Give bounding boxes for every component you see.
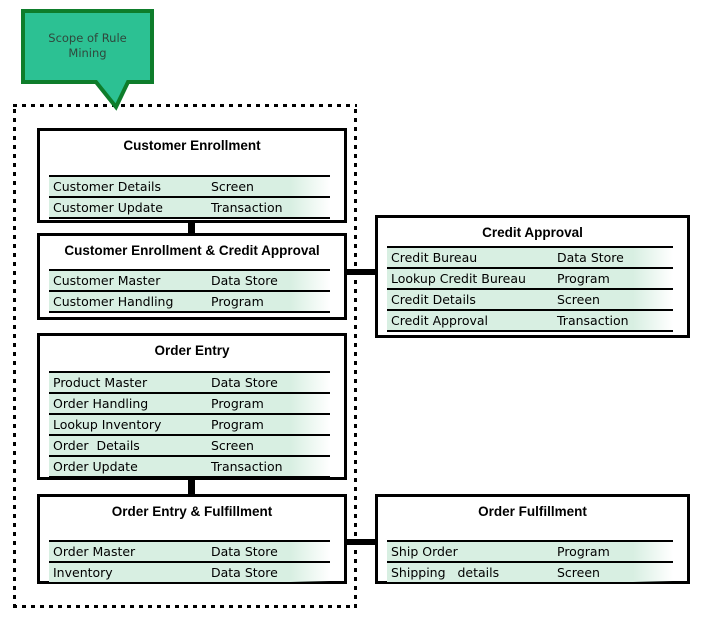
component-type: Screen bbox=[211, 179, 254, 194]
table-row: Order Details Screen bbox=[49, 436, 330, 457]
component-table: Credit Bureau Data Store Lookup Credit B… bbox=[387, 246, 673, 332]
connector-combined-to-credit-approval bbox=[344, 269, 377, 275]
component-type: Program bbox=[211, 294, 264, 309]
table-row: Shipping details Screen bbox=[387, 563, 673, 584]
component-type: Transaction bbox=[557, 313, 629, 328]
callout-text-line2: Mining bbox=[68, 46, 107, 60]
component-type: Data Store bbox=[211, 375, 278, 390]
component-type: Program bbox=[557, 544, 610, 559]
panel-order-entry-fulfillment: Order Entry & Fulfillment Order Master D… bbox=[37, 494, 347, 584]
component-table: Product Master Data Store Order Handling… bbox=[49, 371, 330, 478]
component-type: Data Store bbox=[211, 565, 278, 580]
callout-bubble-shape bbox=[21, 9, 154, 111]
component-type: Screen bbox=[211, 438, 254, 453]
component-name: Lookup Credit Bureau bbox=[391, 271, 526, 286]
component-type: Transaction bbox=[211, 200, 283, 215]
component-name: Product Master bbox=[53, 375, 148, 390]
table-row: Customer Master Data Store bbox=[49, 271, 330, 292]
table-row: Order Master Data Store bbox=[49, 542, 330, 563]
connector-order-entry-to-combined bbox=[188, 477, 195, 496]
table-row: Credit Bureau Data Store bbox=[387, 248, 673, 269]
component-name: Credit Approval bbox=[391, 313, 489, 328]
component-name: Order Handling bbox=[53, 396, 149, 411]
panel-title: Credit Approval bbox=[482, 225, 583, 240]
table-row: Credit Details Screen bbox=[387, 290, 673, 311]
component-name: Customer Details bbox=[53, 179, 162, 194]
component-name: Inventory bbox=[53, 565, 113, 580]
component-name: Credit Details bbox=[391, 292, 476, 307]
component-name: Customer Update bbox=[53, 200, 163, 215]
callout-text: Scope of Rule Mining bbox=[21, 31, 154, 61]
component-type: Screen bbox=[557, 565, 600, 580]
component-type: Data Store bbox=[211, 544, 278, 559]
connector-enrollment-to-combined bbox=[188, 221, 195, 235]
table-row: Inventory Data Store bbox=[49, 563, 330, 584]
panel-customer-enrollment: Customer Enrollment Customer Details Scr… bbox=[37, 128, 347, 223]
panel-order-entry: Order Entry Product Master Data Store Or… bbox=[37, 333, 347, 480]
component-name: Order Details bbox=[53, 438, 140, 453]
connector-combined-to-order-fulfillment bbox=[344, 539, 377, 545]
panel-title: Customer Enrollment bbox=[123, 138, 261, 153]
component-type: Transaction bbox=[211, 459, 283, 474]
table-row: Customer Handling Program bbox=[49, 292, 330, 313]
table-row: Credit Approval Transaction bbox=[387, 311, 673, 332]
component-name: Customer Master bbox=[53, 273, 161, 288]
component-table: Ship Order Program Shipping details Scre… bbox=[387, 540, 673, 584]
table-row: Lookup Credit Bureau Program bbox=[387, 269, 673, 290]
panel-title: Order Entry & Fulfillment bbox=[111, 504, 273, 519]
panel-customer-enrollment-credit-approval: Customer Enrollment & Credit Approval Cu… bbox=[37, 233, 347, 320]
component-type: Program bbox=[211, 396, 264, 411]
component-type: Program bbox=[211, 417, 264, 432]
panel-title: Order Fulfillment bbox=[478, 504, 587, 519]
component-type: Program bbox=[557, 271, 610, 286]
scope-callout: Scope of Rule Mining bbox=[21, 9, 161, 112]
component-table: Customer Details Screen Customer Update … bbox=[49, 175, 330, 219]
table-row: Ship Order Program bbox=[387, 542, 673, 563]
panel-credit-approval: Credit Approval Credit Bureau Data Store… bbox=[375, 215, 690, 338]
table-row: Lookup Inventory Program bbox=[49, 415, 330, 436]
table-row: Customer Details Screen bbox=[49, 177, 330, 198]
table-row: Order Handling Program bbox=[49, 394, 330, 415]
component-name: Lookup Inventory bbox=[53, 417, 162, 432]
component-name: Order Master bbox=[53, 544, 136, 559]
component-name: Customer Handling bbox=[53, 294, 174, 309]
panel-title: Customer Enrollment & Credit Approval bbox=[64, 243, 320, 258]
component-name: Shipping details bbox=[391, 565, 500, 580]
table-row: Order Update Transaction bbox=[49, 457, 330, 478]
component-name: Credit Bureau bbox=[391, 250, 478, 265]
panel-order-fulfillment: Order Fulfillment Ship Order Program Shi… bbox=[375, 494, 690, 584]
panel-title: Order Entry bbox=[154, 343, 230, 358]
component-table: Order Master Data Store Inventory Data S… bbox=[49, 540, 330, 584]
table-row: Customer Update Transaction bbox=[49, 198, 330, 219]
component-table: Customer Master Data Store Customer Hand… bbox=[49, 269, 330, 313]
callout-text-line1: Scope of Rule bbox=[48, 31, 127, 45]
component-type: Data Store bbox=[557, 250, 624, 265]
component-name: Order Update bbox=[53, 459, 138, 474]
component-type: Data Store bbox=[211, 273, 278, 288]
table-row: Product Master Data Store bbox=[49, 373, 330, 394]
component-name: Ship Order bbox=[391, 544, 458, 559]
component-type: Screen bbox=[557, 292, 600, 307]
